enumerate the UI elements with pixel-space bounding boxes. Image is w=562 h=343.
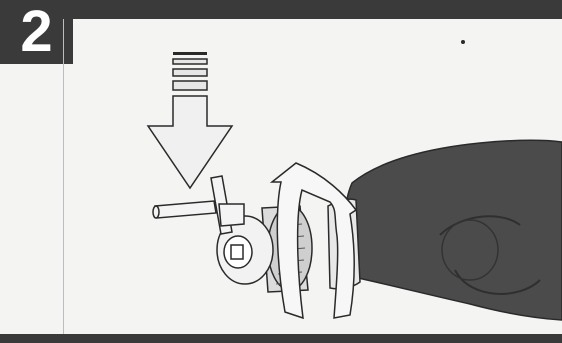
chuck-key-icon <box>153 176 244 234</box>
rotate-arrow-icon <box>272 163 356 318</box>
arrow-down-icon <box>148 52 232 188</box>
speck <box>461 40 465 44</box>
drill-icon <box>328 140 562 320</box>
